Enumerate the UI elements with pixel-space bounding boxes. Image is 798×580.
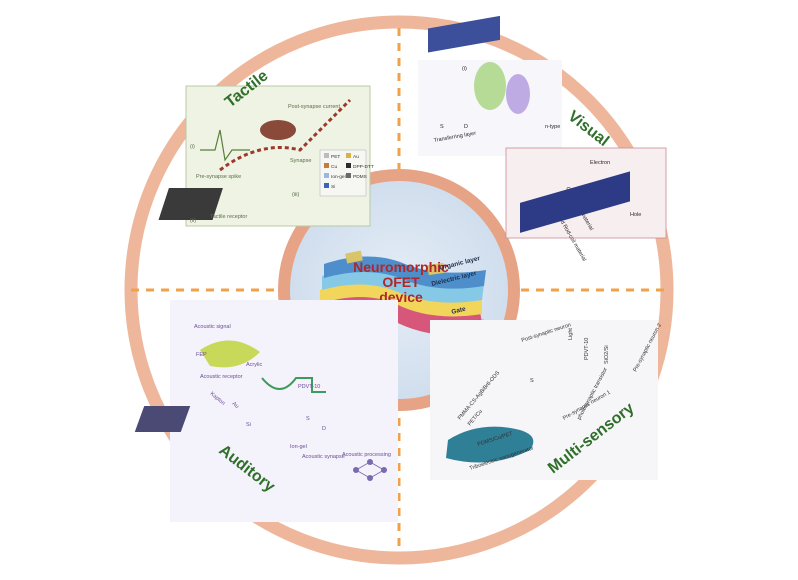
legend-swatch	[324, 153, 329, 158]
auditory-label: Acoustic receptor	[200, 374, 243, 380]
acoustic-membrane	[200, 340, 260, 368]
visual-device	[428, 15, 500, 53]
auditory-label: Acrylic	[246, 362, 262, 368]
visual-label: Electron	[590, 160, 610, 166]
photosynaptic-transistor	[520, 171, 630, 233]
organic-layer	[324, 256, 486, 289]
legend-swatch	[324, 173, 329, 178]
tactile-label: Synapse	[290, 158, 311, 164]
legend-label: Cu	[331, 164, 337, 170]
auditory-label: FEP	[196, 352, 207, 358]
tactile-receptor-device	[158, 188, 223, 220]
legend-label: Si	[331, 184, 335, 190]
auditory-label: D	[322, 426, 326, 432]
legend-swatch	[346, 153, 351, 158]
dielectric-layer	[322, 269, 484, 303]
visual-label: n-type	[545, 124, 560, 130]
legend-label: Au	[353, 154, 359, 160]
visual-label: S	[440, 124, 444, 130]
acoustic-synapse-device	[134, 406, 191, 432]
electrode-s	[345, 250, 363, 264]
visual-label: Hole	[630, 212, 641, 218]
auditory-panel-bg	[170, 300, 398, 522]
spike-wave	[200, 129, 250, 162]
tactile-label: Pre-synapse spike	[196, 174, 241, 180]
synapse-shape	[260, 120, 296, 140]
auditory-label: PDVT-10	[298, 384, 320, 390]
electrode-d	[427, 262, 445, 276]
legend-label: PDMS	[353, 174, 367, 180]
multisensory-label: PDVT-10	[584, 338, 590, 360]
auditory-label: S	[306, 416, 310, 422]
multisensory-label: S	[530, 378, 534, 384]
tactile-labels: Pre-synapse spike Post-synapse currentSyn…	[190, 104, 340, 224]
center-title-line: OFET	[382, 274, 420, 290]
tactile-label: (i)	[190, 144, 195, 150]
legend-label: Ion-gel	[331, 174, 346, 180]
legend-swatch	[324, 183, 329, 188]
nerve-fiber	[219, 98, 352, 172]
auditory-label: Si	[246, 422, 251, 428]
tactile-label: (iii)	[292, 192, 299, 198]
triboelectric-nanogenerator	[446, 426, 534, 463]
auditory-label: Ion-gel	[290, 444, 307, 450]
visual-label: (i)	[462, 66, 467, 72]
legend-label: PET	[331, 154, 340, 160]
legend-swatch	[346, 163, 351, 168]
layer-label: Gate	[451, 306, 467, 316]
light-beam-purple	[506, 74, 530, 114]
legend-swatch	[324, 163, 329, 168]
auditory-label: Acoustic processing	[342, 452, 391, 458]
multisensory-label: Light	[568, 328, 574, 340]
tactile-label: (ii)	[190, 218, 196, 224]
auditory-label: Acoustic synapse	[302, 454, 345, 460]
visual-label: D	[464, 124, 468, 130]
legend-label: DPP-DTT	[353, 164, 374, 170]
auditory-label: Acoustic signal	[194, 324, 231, 330]
tactile-label: Tactile receptor	[210, 214, 247, 220]
signal-wave	[261, 377, 326, 393]
light-beam-green	[474, 62, 506, 110]
tactile-label: Post-synapse current	[288, 104, 340, 110]
auditory-label: Au	[231, 401, 240, 410]
neural-network-icon	[353, 459, 387, 481]
center-title-line: Neuromorphic	[353, 259, 449, 275]
gate-layer	[320, 281, 482, 317]
legend-swatch	[346, 173, 351, 178]
multisensory-label: SiO2/Si	[604, 345, 610, 364]
